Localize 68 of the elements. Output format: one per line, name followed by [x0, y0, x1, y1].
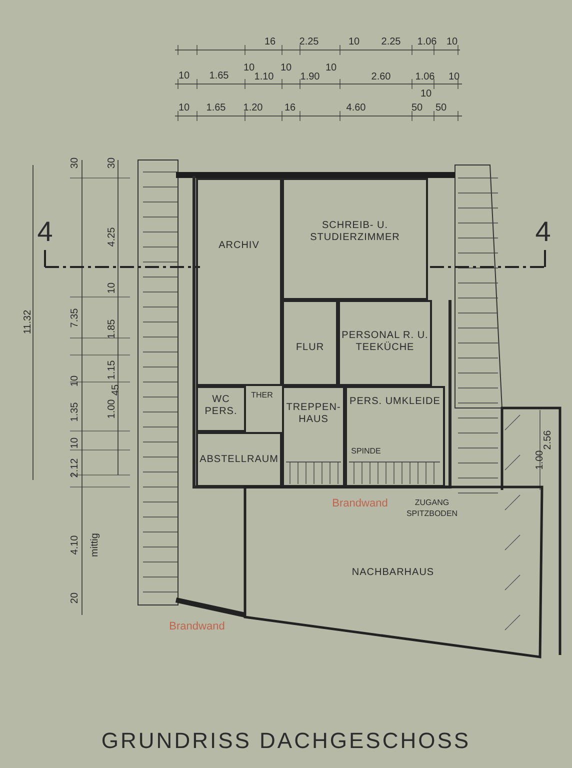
room-outline — [338, 300, 432, 386]
dimension-label: 1.35 — [70, 402, 80, 422]
drawing-title: GRUNDRISS DACHGESCHOSS — [100, 728, 472, 754]
dimension-label: 2.60 — [371, 72, 391, 82]
room-label: SCHREIB- U. STUDIERZIMMER — [309, 220, 401, 244]
dimension-label: 30 — [106, 157, 118, 169]
dimension-label: 2.25 — [381, 36, 401, 48]
dimension-label: 1.90 — [300, 72, 320, 82]
dimension-label: 2.25 — [299, 36, 319, 48]
dimension-label: 16 — [284, 102, 296, 114]
dimension-label: 10 — [70, 375, 80, 387]
section-mark: 4 — [37, 217, 53, 247]
dimension-label: 10 — [243, 62, 255, 74]
room-outline — [196, 386, 246, 432]
dimension-label: 1.15 — [106, 360, 118, 380]
dimension-label: 10 — [325, 62, 337, 74]
room-outline — [345, 386, 445, 487]
dimension-label: 50 — [435, 102, 447, 114]
dimension-label: 10 — [70, 437, 80, 449]
dimension-label: 7.35 — [70, 308, 80, 328]
dimension-label: 2.12 — [70, 458, 80, 478]
room-outline — [282, 386, 345, 487]
note-label: THER — [251, 390, 273, 400]
room-label: TREPPEN- HAUS — [285, 402, 342, 426]
room-label: WC PERS. — [204, 394, 238, 418]
note-label: ZUGANG SPITZBODEN — [405, 497, 459, 519]
room-label: ARCHIV — [218, 240, 260, 252]
dimension-label: 45 — [110, 384, 122, 396]
dimension-label: 1.10 — [254, 72, 274, 82]
dimension-label: 20 — [70, 592, 80, 604]
room-outline — [196, 178, 282, 386]
room-label: PERS. UMKLEIDE — [350, 396, 440, 408]
wall-note: Brandwand — [332, 498, 388, 510]
dimension-label: 50 — [411, 102, 423, 114]
dimension-label: 4.25 — [106, 227, 118, 247]
dimension-label: 10 — [446, 36, 458, 48]
room-outline — [282, 300, 338, 386]
dimension-label: 10 — [448, 72, 460, 82]
dimension-label: 10 — [106, 282, 118, 294]
note-label: SPINDE — [351, 446, 381, 456]
room-label: FLUR — [296, 342, 324, 354]
dimension-label: 10 — [178, 102, 190, 114]
dimension-label: 30 — [70, 157, 80, 169]
room-label: ABSTELLRAUM — [200, 454, 278, 466]
dimension-label: 1.20 — [243, 102, 263, 114]
dimension-label: 1.85 — [106, 319, 118, 339]
room-outline — [282, 178, 428, 300]
dimension-label: 4.10 — [70, 535, 80, 555]
dimension-label: 4.60 — [346, 102, 366, 114]
dimension-label: 2.56 — [542, 430, 554, 450]
dimension-label: 10 — [420, 88, 432, 100]
dimension-label: 16 — [264, 36, 276, 48]
dimension-label: 11.32 — [22, 310, 34, 334]
room-outline — [196, 432, 282, 487]
dimension-label: mittig — [90, 533, 100, 557]
wall-note: Brandwand — [169, 622, 225, 632]
dimension-label: 1.06 — [417, 36, 437, 48]
dimension-label: 1.65 — [209, 70, 229, 82]
dimension-label: 10 — [348, 36, 360, 48]
dimension-label: 1.65 — [206, 102, 226, 114]
room-label: NACHBARHAUS — [352, 566, 434, 578]
dimension-label: 1.06 — [415, 72, 435, 82]
dimension-label: 1.00 — [106, 399, 118, 419]
dimension-label: 10 — [280, 62, 292, 74]
dimension-label: 10 — [178, 70, 190, 82]
section-mark: 4 — [535, 217, 551, 247]
dimension-label: 1.00 — [534, 450, 546, 470]
room-label: PERSONAL R. U. TEEKÜCHE — [341, 330, 429, 354]
